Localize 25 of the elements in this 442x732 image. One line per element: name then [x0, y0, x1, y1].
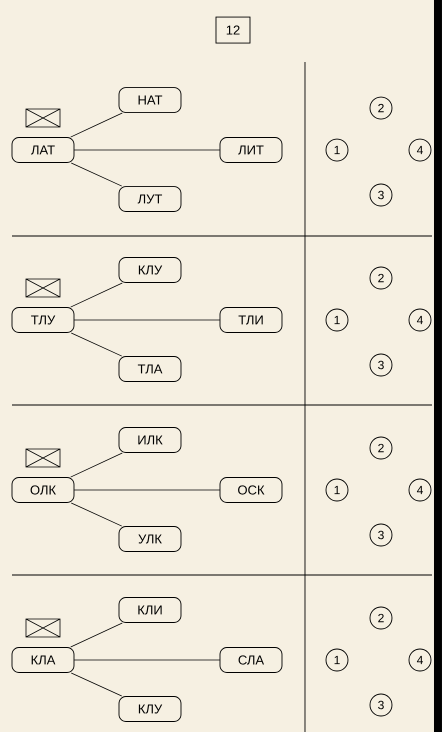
word-box: НАТ	[118, 87, 182, 113]
connector-line	[70, 452, 123, 478]
word-box: ЛАТ	[12, 137, 74, 163]
word-box: КЛА	[12, 647, 74, 673]
connector-line	[70, 672, 122, 696]
word-box: ТЛУ	[12, 307, 74, 333]
word-box: КЛИ	[118, 597, 182, 623]
word-box: КЛУ	[118, 257, 182, 283]
connector-line	[70, 622, 123, 648]
connector-line	[70, 502, 122, 526]
word-box: ОСК	[220, 477, 282, 503]
word-box: КЛУ	[118, 696, 182, 722]
title-box: 12	[216, 16, 250, 44]
connector-line	[70, 112, 123, 138]
word-box: ИЛК	[118, 427, 182, 453]
connector-line	[70, 282, 123, 308]
word-box: УЛК	[118, 526, 182, 552]
word-box: ТЛИ	[220, 307, 282, 333]
connector-line	[70, 332, 122, 356]
word-box: ЛУТ	[118, 186, 182, 212]
connector-line	[70, 162, 122, 186]
word-box: ОЛК	[12, 477, 74, 503]
word-box: ТЛА	[118, 356, 182, 382]
word-box: ЛИТ	[220, 137, 282, 163]
word-box: СЛА	[220, 647, 282, 673]
